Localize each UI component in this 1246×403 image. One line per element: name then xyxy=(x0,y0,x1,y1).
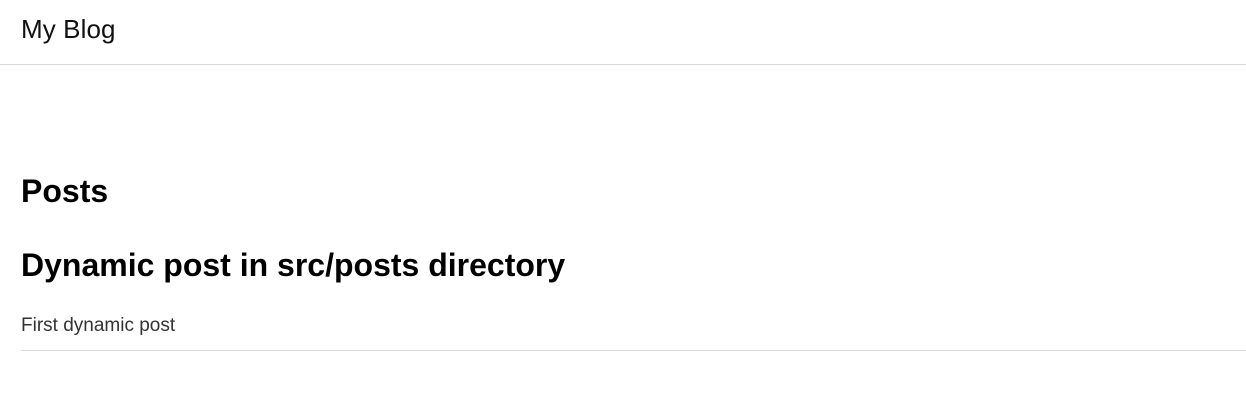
site-title-link[interactable]: My Blog xyxy=(21,13,116,44)
post-list-item: Dynamic post in src/posts directory Firs… xyxy=(21,211,1246,351)
post-excerpt: First dynamic post xyxy=(21,315,176,336)
page-title: Posts xyxy=(21,173,109,209)
site-header: My Blog xyxy=(0,0,1246,65)
main-content: Posts Dynamic post in src/posts director… xyxy=(0,65,1246,351)
post-title-link[interactable]: Dynamic post in src/posts directory xyxy=(21,247,566,283)
